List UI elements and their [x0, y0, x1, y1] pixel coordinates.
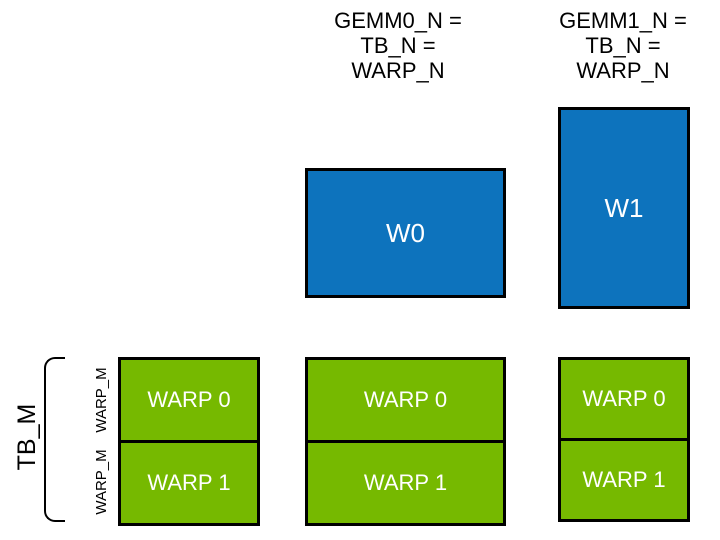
warp-tile-label: W1 [604, 192, 644, 223]
tb-m-bracket [44, 357, 65, 522]
warp-m-label-top: WARP_M [93, 367, 110, 433]
warp-row: WARP 1 [558, 438, 690, 522]
header-line: GEMM1_N = [559, 8, 687, 33]
header-line: GEMM0_N = [334, 8, 462, 33]
warp-tile-w0: W0 [305, 168, 506, 298]
header-line: TB_N = [360, 33, 436, 58]
warp-row: WARP 1 [118, 440, 260, 526]
warp-row: WARP 0 [305, 357, 506, 443]
warp-row: WARP 1 [305, 440, 506, 526]
gemm1-column-header: GEMM1_N = TB_N = WARP_N [523, 8, 720, 83]
warp-tile-label: W0 [386, 217, 425, 248]
tb-m-label: TB_M [13, 403, 41, 471]
warp-stack-left: WARP 0 WARP 1 [118, 357, 260, 526]
header-line: WARP_N [576, 58, 670, 83]
warp-stack-right: WARP 0 WARP 1 [558, 357, 690, 522]
warp-row: WARP 0 [118, 357, 260, 443]
header-line: TB_N = [585, 33, 661, 58]
warp-stack-center: WARP 0 WARP 1 [305, 357, 506, 526]
warp-tile-w1: W1 [558, 107, 690, 309]
warp-row: WARP 0 [558, 357, 690, 441]
gemm0-column-header: GEMM0_N = TB_N = WARP_N [298, 8, 498, 83]
header-line: WARP_N [351, 58, 445, 83]
warp-m-label-bottom: WARP_M [93, 449, 110, 515]
